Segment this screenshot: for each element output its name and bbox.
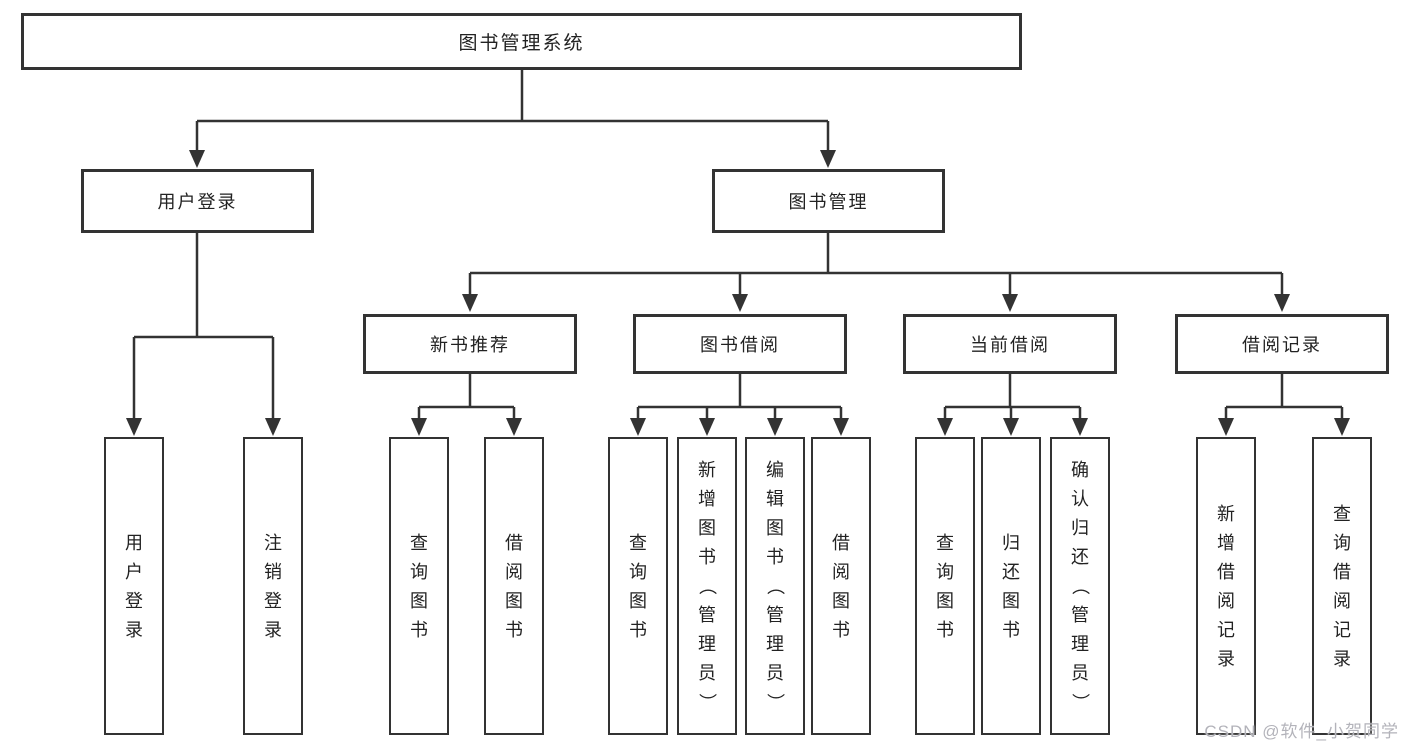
node-leaf-user-login: 用户登录 <box>104 437 164 735</box>
node-current-borrowing: 当前借阅 <box>903 314 1117 374</box>
node-leaf-query-books-current: 查询图书 <box>915 437 975 735</box>
node-new-book-recommendation: 新书推荐 <box>363 314 577 374</box>
node-leaf-confirm-return-admin: 确认归还（管理员） <box>1050 437 1110 735</box>
node-leaf-query-books-borrowing: 查询图书 <box>608 437 668 735</box>
watermark: CSDN @软件_小贺同学 <box>1204 722 1399 741</box>
node-leaf-add-books-admin: 新增图书（管理员） <box>677 437 737 735</box>
node-leaf-borrow-books: 借阅图书 <box>811 437 871 735</box>
node-leaf-query-books-recommend: 查询图书 <box>389 437 449 735</box>
node-library-management-system: 图书管理系统 <box>21 13 1022 70</box>
node-leaf-edit-books-admin: 编辑图书（管理员） <box>745 437 805 735</box>
node-user-login-branch: 用户登录 <box>81 169 314 233</box>
node-leaf-add-borrow-record: 新增借阅记录 <box>1196 437 1256 735</box>
node-leaf-logout: 注销登录 <box>243 437 303 735</box>
node-book-borrowing: 图书借阅 <box>633 314 847 374</box>
node-book-management-branch: 图书管理 <box>712 169 945 233</box>
node-leaf-return-books: 归还图书 <box>981 437 1041 735</box>
node-leaf-query-borrow-record: 查询借阅记录 <box>1312 437 1372 735</box>
node-borrowing-records: 借阅记录 <box>1175 314 1389 374</box>
node-leaf-borrow-books-recommend: 借阅图书 <box>484 437 544 735</box>
